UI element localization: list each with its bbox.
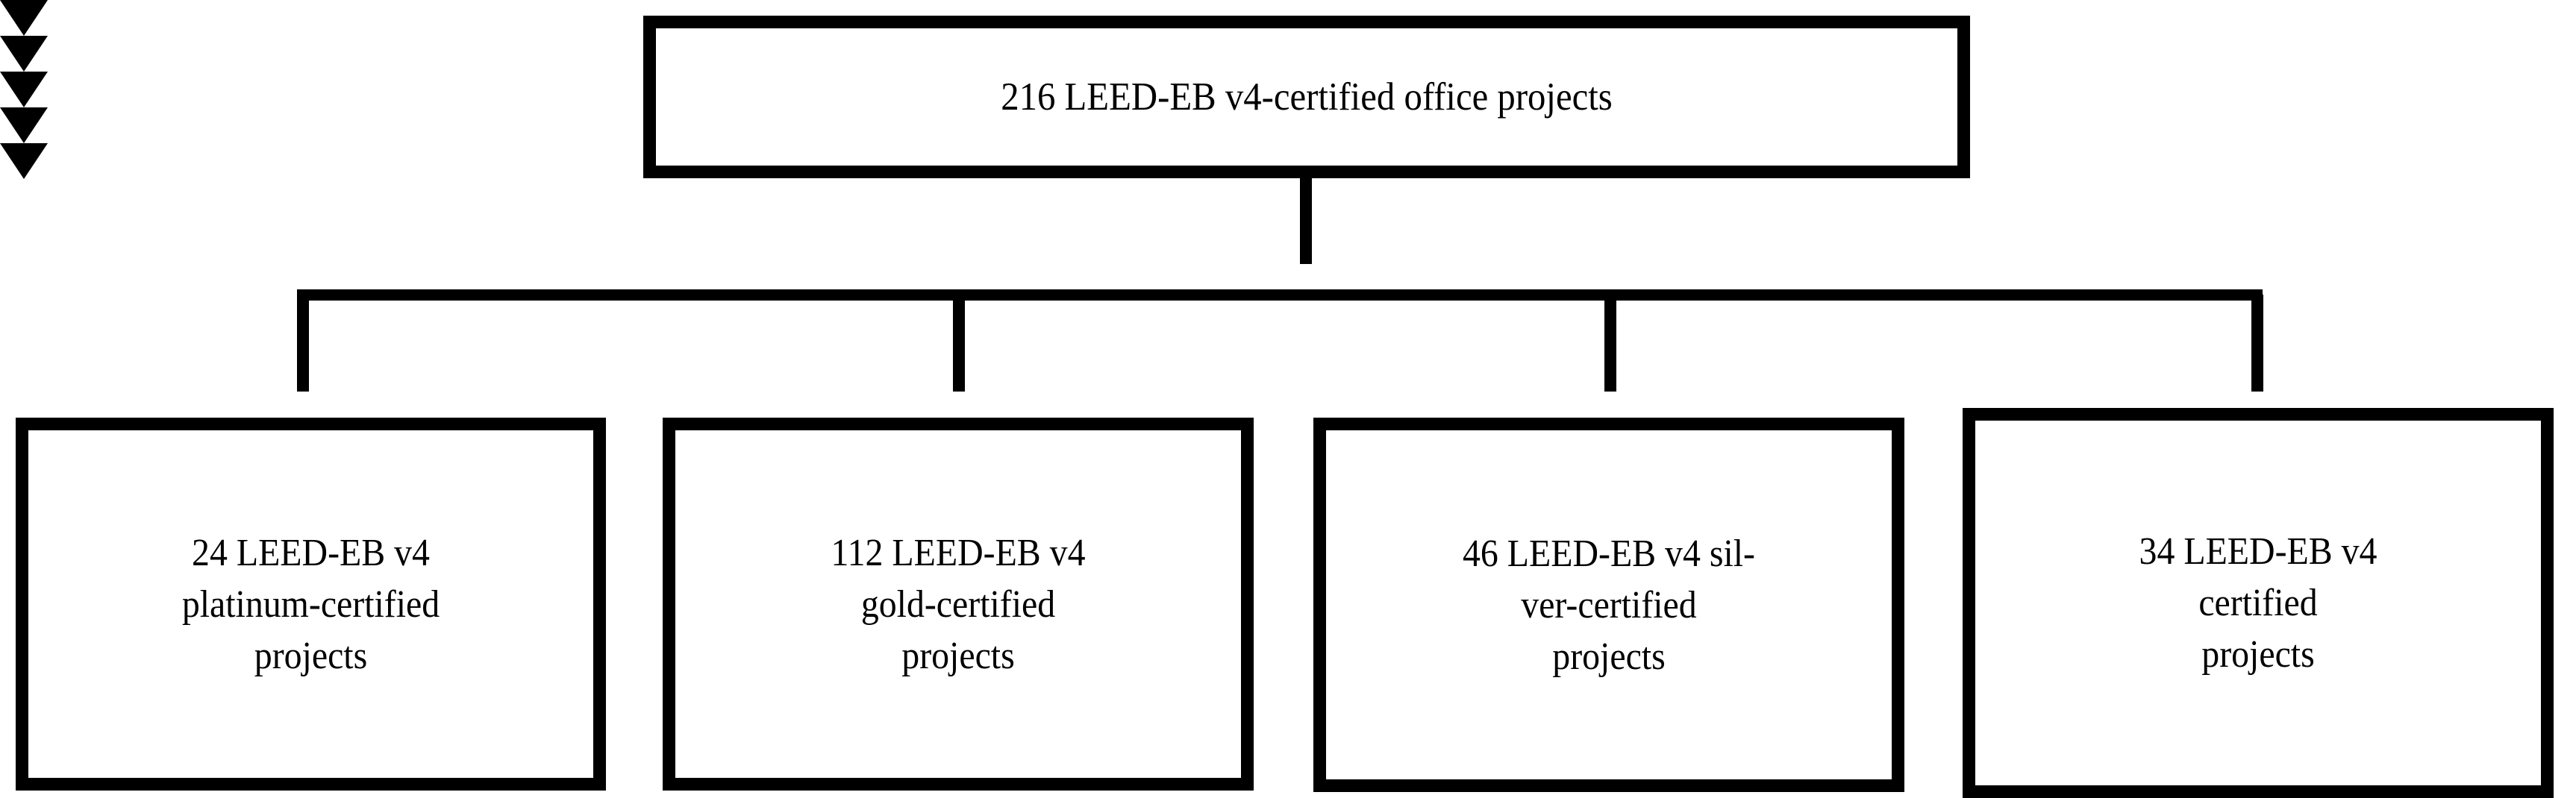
node-leaf-silver: 46 LEED-EB v4 sil- ver-certified project… (1313, 418, 1904, 792)
leaf-certified-line-2: certified (2198, 582, 2318, 624)
connector-branch-stem-gold (953, 295, 965, 392)
leaf-silver-line-2: ver-certified (1521, 583, 1697, 626)
connector-branch-stem-certified (2251, 295, 2263, 392)
connector-branch-arrowhead-silver-icon (0, 107, 48, 143)
leaf-platinum-line-1: 24 LEED-EB v4 (192, 531, 430, 574)
connector-trunk-line (1300, 178, 1312, 264)
connector-trunk-arrowhead-icon (0, 0, 48, 36)
leaf-silver-line-1: 46 LEED-EB v4 sil- (1463, 532, 1755, 575)
node-leaf-certified: 34 LEED-EB v4 certified projects (1963, 408, 2554, 798)
connector-horizontal-bus (297, 289, 2263, 301)
connector-branch-arrowhead-certified-icon (0, 143, 48, 179)
root-line-1: 216 LEED-EB v4-certified office projects (1001, 75, 1613, 119)
leaf-gold-line-2: gold-certified (860, 582, 1056, 626)
leaf-platinum-line-2: platinum-certified (181, 582, 440, 626)
leaf-silver-line-3: projects (1552, 635, 1666, 678)
node-leaf-platinum: 24 LEED-EB v4 platinum-certified project… (16, 418, 606, 791)
connector-branch-arrowhead-platinum-icon (0, 36, 48, 72)
leaf-certified-line-3: projects (2201, 633, 2315, 676)
leaf-gold-line-3: projects (901, 634, 1015, 677)
node-leaf-gold: 112 LEED-EB v4 gold-certified projects (663, 418, 1254, 791)
connector-branch-stem-platinum (297, 295, 309, 392)
connector-branch-stem-silver (1604, 295, 1616, 392)
leaf-gold-line-1: 112 LEED-EB v4 (831, 531, 1086, 574)
leaf-certified-line-1: 34 LEED-EB v4 (2139, 530, 2378, 573)
connector-branch-arrowhead-gold-icon (0, 72, 48, 107)
leaf-platinum-line-3: projects (254, 634, 368, 677)
node-root-total-projects: 216 LEED-EB v4-certified office projects (643, 16, 1970, 178)
